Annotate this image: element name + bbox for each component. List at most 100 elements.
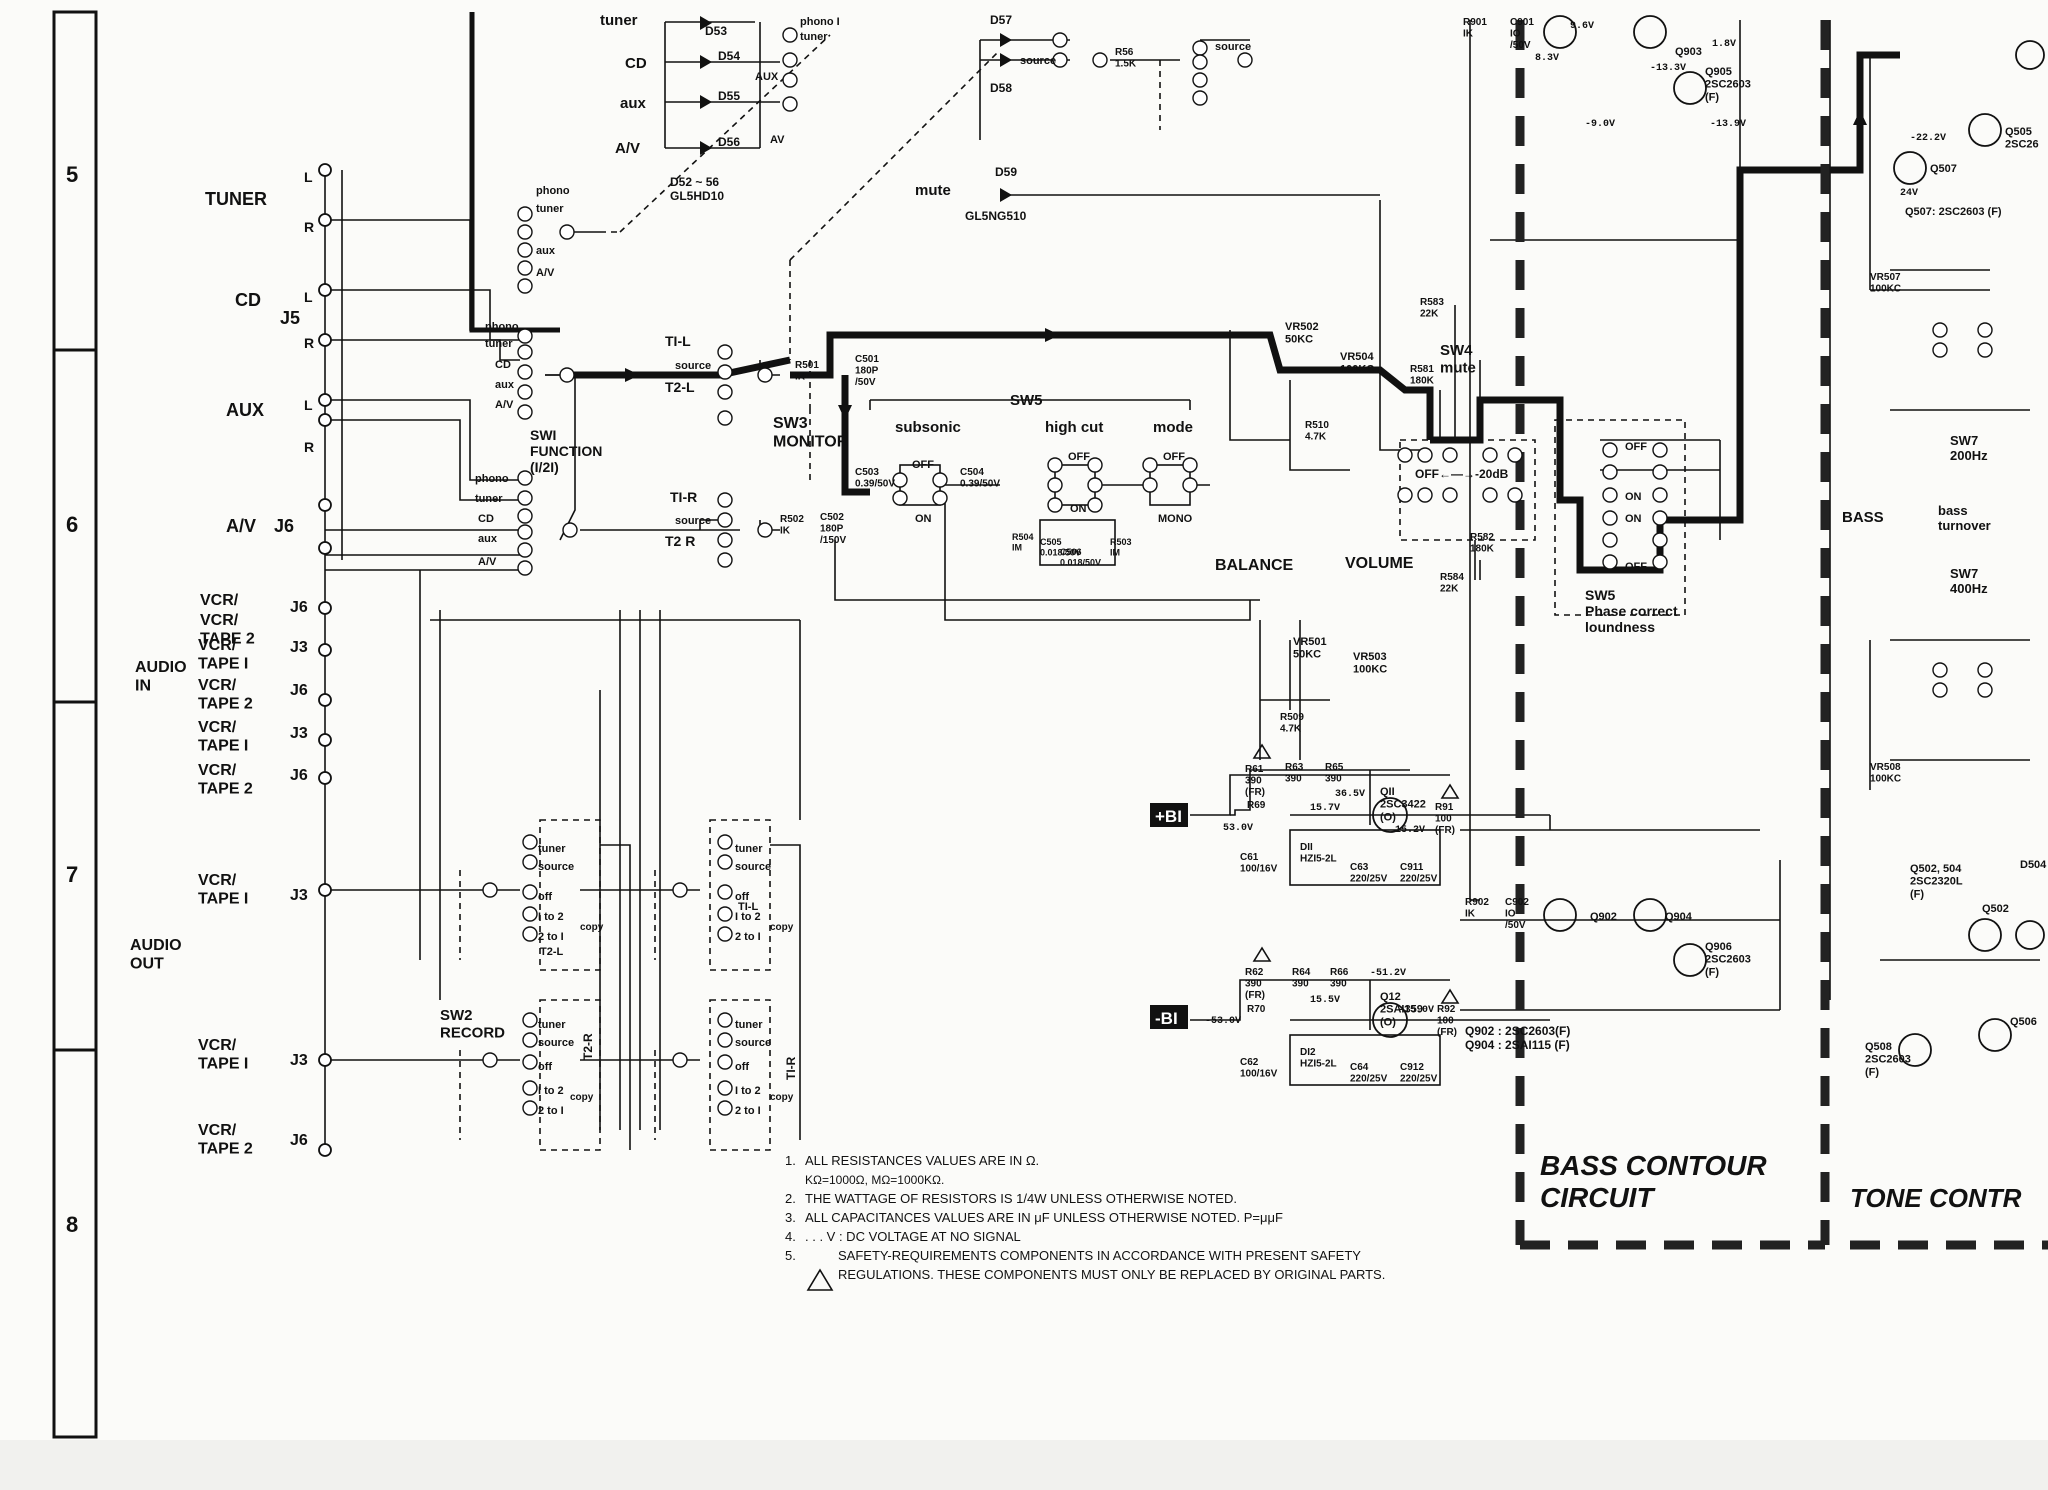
balance-label: BALANCE <box>1215 557 1294 574</box>
aux-label: AUX <box>226 400 264 420</box>
rec-a-copy: copy <box>580 922 604 933</box>
safety-warning-icon <box>1252 743 1272 759</box>
led-part-gl5ng: GL5NG510 <box>965 209 1027 223</box>
note-5: SAFETY-REQUIREMENTS COMPONENTS IN ACCORD… <box>838 1248 1361 1263</box>
sw5-highcut-on: ON <box>1070 503 1087 515</box>
j5-label: J5 <box>280 308 300 328</box>
note-2: THE WATTAGE OF RESISTORS IS 1/4W UNLESS … <box>805 1191 1237 1206</box>
rec-t2r: T2-R <box>581 1033 595 1060</box>
rec-c-source: source <box>538 1037 574 1049</box>
j3-out-label: J3 <box>290 887 308 904</box>
voltage-8-3: 8.3V <box>1535 53 1559 64</box>
bus-av: A/V <box>495 399 514 411</box>
monitor-t1l: TI-L <box>665 333 691 349</box>
rec-t1r: TI-R <box>784 1056 798 1080</box>
led-phono-label: phono I <box>800 16 840 28</box>
vcr-tape1b-in-label: VCR/TAPE I <box>198 719 248 754</box>
vcr-tape2-in-line1: VCR/ <box>200 592 239 609</box>
note-number-2: 2. <box>785 1191 796 1206</box>
rec-a-2to1: 2 to I <box>538 931 564 943</box>
row-number-5: 5 <box>66 162 78 187</box>
j3-tape1r-label: J3 <box>290 725 308 742</box>
rec-c-copy: copy <box>570 1092 594 1103</box>
voltage-13-3: -13.3V <box>1650 63 1686 74</box>
row-number-6: 6 <box>66 512 78 537</box>
volume-label: VOLUME <box>1345 555 1414 572</box>
j6-tape2-label: J6 <box>290 599 308 616</box>
vcr-tape1-out-label: VCR/TAPE I <box>198 872 248 907</box>
led-d53: D53 <box>705 24 727 38</box>
loudness-off2: OFF <box>1625 561 1647 573</box>
led-d54: D54 <box>718 49 740 63</box>
resistor-r69: R69 <box>1247 800 1266 811</box>
j3-outr-label: J3 <box>290 1052 308 1069</box>
bus2-phono: phono <box>475 473 509 485</box>
monitor-source-r: source <box>675 515 711 527</box>
aux-l-label: L <box>304 397 313 413</box>
voltage-24: 24V <box>1900 188 1918 199</box>
row-number-8: 8 <box>66 1212 78 1237</box>
led-aux-label: aux <box>620 95 647 112</box>
bus-phono: phono <box>485 321 519 333</box>
bus2-av: A/V <box>478 556 497 568</box>
voltage-neg51-2: -51.2V <box>1370 968 1406 979</box>
led-d59: D59 <box>995 165 1017 179</box>
monitor-source-l: source <box>675 360 711 372</box>
transistor-q902: Q902 <box>1590 911 1617 923</box>
vcr-tape1r-out-label: VCR/TAPE I <box>198 1037 248 1072</box>
cd-label: CD <box>235 290 261 310</box>
note-5b: REGULATIONS. THESE COMPONENTS MUST ONLY … <box>838 1267 1385 1282</box>
j6-out-label: J6 <box>290 767 308 784</box>
plus-b1-label: +BI <box>1155 807 1182 826</box>
led-aux-r-label: AUX <box>755 71 779 83</box>
bus-aux: aux <box>495 379 515 391</box>
note-1: ALL RESISTANCES VALUES ARE IN Ω. <box>805 1153 1039 1168</box>
tuner-l-label: L <box>304 169 313 185</box>
transistor-q507: Q507 <box>1930 163 1957 175</box>
loudness-on1: ON <box>1625 491 1642 503</box>
led-d57: D57 <box>990 13 1012 27</box>
rec-b-copy: copy <box>770 922 794 933</box>
function-phono: phono <box>536 185 570 197</box>
rec-c-1to2: I to 2 <box>538 1085 564 1097</box>
minus-b1-badge <box>1150 1005 1188 1029</box>
safety-warning-icon <box>1440 783 1460 799</box>
rec-b-2to1: 2 to I <box>735 931 761 943</box>
function-aux: aux <box>536 245 556 257</box>
safety-warning-icon <box>806 1268 834 1291</box>
sw5-subsonic: subsonic <box>895 419 961 436</box>
aux-r-label: R <box>304 439 314 455</box>
sw5-highcut-off: OFF <box>1068 451 1090 463</box>
